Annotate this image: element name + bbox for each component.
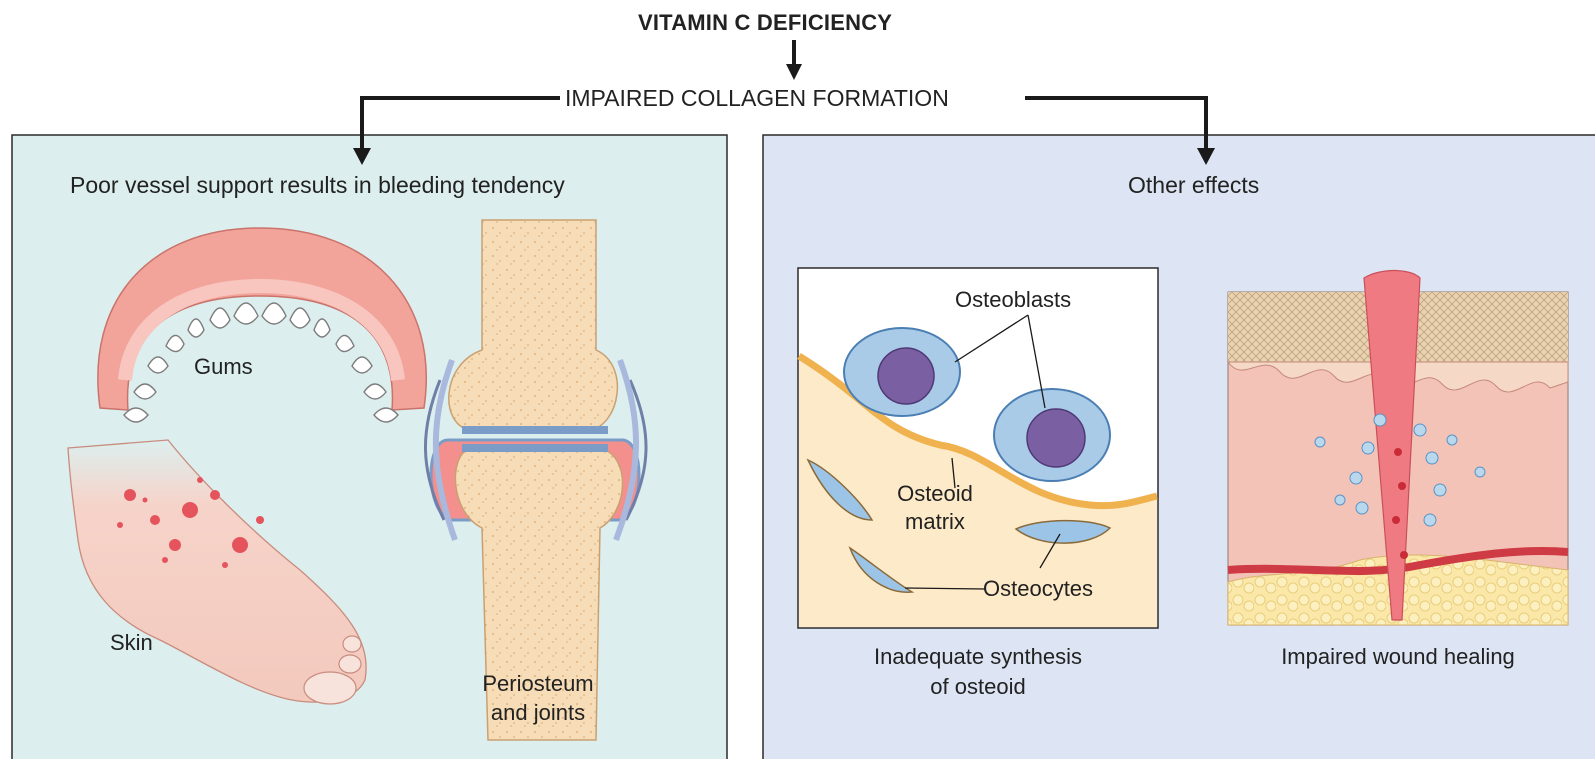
osteoid-label-line2: matrix	[880, 509, 990, 535]
osteoid-caption-line1: Inadequate synthesis	[838, 644, 1118, 670]
osteoid-caption-line2: of osteoid	[838, 674, 1118, 700]
right-panel-heading: Other effects	[1128, 172, 1259, 199]
osteoblasts-label: Osteoblasts	[955, 287, 1071, 313]
left-panel-heading: Poor vessel support results in bleeding …	[70, 172, 565, 199]
skin-label: Skin	[110, 630, 153, 656]
osteoid-inset	[798, 268, 1158, 628]
wound-caption: Impaired wound healing	[1228, 644, 1568, 670]
periosteum-label-line2: and joints	[468, 700, 608, 726]
osteocytes-label: Osteocytes	[983, 576, 1093, 602]
osteoid-label-line1: Osteoid	[880, 481, 990, 507]
diagram-title: VITAMIN C DEFICIENCY	[638, 10, 892, 36]
periosteum-label-line1: Periosteum	[468, 671, 608, 697]
wound-illustration	[1228, 271, 1568, 626]
diagram-subtitle: IMPAIRED COLLAGEN FORMATION	[565, 85, 949, 112]
gums-label: Gums	[194, 354, 253, 380]
